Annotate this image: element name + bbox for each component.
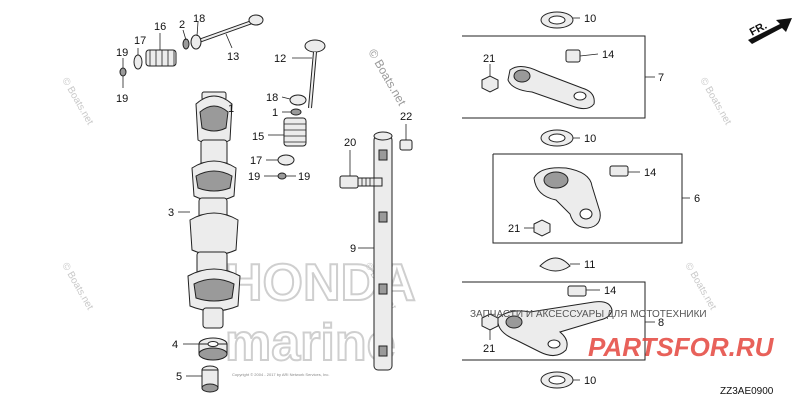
bushing (186, 365, 219, 393)
copyright-note: Copyright © 2004 - 2017 by ARI Network S… (232, 372, 329, 377)
pin (399, 124, 413, 151)
callout-7: 7 (658, 72, 664, 84)
washer (540, 129, 580, 147)
callout-19: 19 (116, 93, 128, 105)
camshaft (178, 91, 241, 329)
shop-logo: PARTSFOR.RU (588, 332, 775, 362)
callout-19: 19 (298, 171, 310, 183)
callout-18: 18 (193, 13, 205, 25)
callout-14: 14 (644, 167, 656, 179)
boats-net-watermark: © Boats.net (682, 261, 718, 312)
callout-19: 19 (116, 47, 128, 59)
callout-6: 6 (694, 193, 700, 205)
callout-21: 21 (483, 53, 495, 65)
bolt (339, 150, 383, 189)
gear (183, 337, 228, 361)
callout-20: 20 (344, 137, 356, 149)
rocker-shaft (358, 131, 393, 371)
callout-21: 21 (483, 343, 495, 355)
callout-15: 15 (252, 131, 264, 143)
valve-assembly-top (119, 14, 264, 88)
valve-assembly-middle (264, 39, 326, 180)
callout-8: 8 (658, 317, 664, 329)
callout-5: 5 (176, 371, 182, 383)
callout-14: 14 (604, 285, 616, 297)
shop-banner-text: ЗАПЧАСТИ И АКСЕССУАРЫ ДЛЯ МОТОТЕХНИКИ (470, 309, 707, 320)
callout-17: 17 (134, 35, 146, 47)
boats-net-watermark-main: © Boats.net (365, 47, 409, 109)
callout-1: 1 (228, 103, 234, 115)
callout-16: 16 (154, 21, 166, 33)
callout-17: 17 (250, 155, 262, 167)
callout-2: 2 (179, 19, 185, 31)
rocker-arm-group-box (462, 281, 646, 361)
washer (540, 11, 580, 29)
clip (539, 257, 580, 272)
callout-4: 4 (172, 339, 178, 351)
rocker-arm (481, 49, 599, 110)
boats-net-watermark: © Boats.net (59, 261, 95, 312)
callout-21: 21 (508, 223, 520, 235)
callout-3: 3 (168, 207, 174, 219)
callout-10: 10 (584, 133, 596, 145)
callout-12: 12 (274, 53, 286, 65)
rocker-arm (481, 285, 613, 356)
callout-11: 11 (584, 259, 595, 271)
callout-1: 1 (272, 107, 278, 119)
boats-net-watermark: © Boats.net (59, 76, 95, 127)
callout-9: 9 (350, 243, 356, 255)
callout-13: 13 (227, 51, 239, 63)
front-direction-arrow-icon (748, 18, 792, 44)
callout-14: 14 (602, 49, 614, 61)
rocker-arm (524, 165, 640, 237)
callout-19: 19 (248, 171, 260, 183)
diagram-code: ZZ3AE0900 (720, 386, 774, 397)
washer (540, 371, 580, 389)
boats-net-watermark: © Boats.net (697, 76, 733, 127)
callout-18: 18 (266, 92, 278, 104)
brand-watermark-line2: marine (225, 314, 396, 372)
callout-22: 22 (400, 111, 412, 123)
callout-10: 10 (584, 13, 596, 25)
callout-10: 10 (584, 375, 596, 387)
rocker-arm-group-box (492, 153, 683, 244)
